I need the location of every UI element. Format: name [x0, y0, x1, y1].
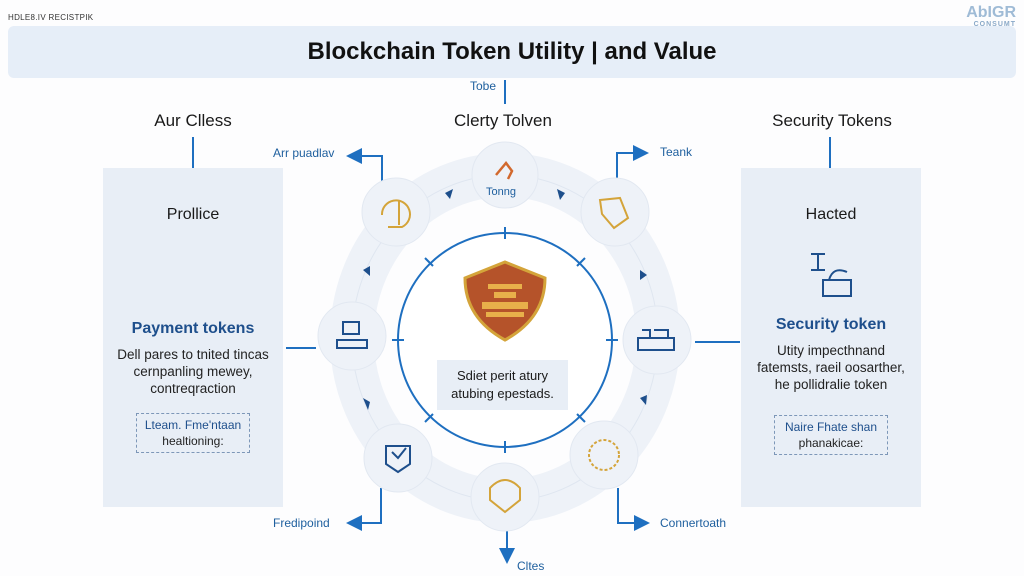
panel-description: Utity impecthnand fatemsts, raeil oosart… [757, 343, 905, 392]
panel-description: Dell pares to tnited tincas cernpanling … [117, 347, 269, 396]
note-line-1: Lteam. Fme'ntaan [144, 418, 242, 432]
center-text-box: Sdiet perit atury atubing epestads. [437, 360, 568, 410]
arrow-top-right [616, 145, 649, 185]
callout-bottom: Cltes [517, 559, 545, 573]
node-bottom [470, 462, 540, 532]
node-left [317, 301, 387, 371]
payment-tokens-panel: Prollice Payment tokens Dell pares to tn… [103, 168, 283, 507]
note-line-2: healtioning: [162, 434, 224, 448]
gear-head-icon [380, 199, 411, 228]
panel-subtitle: Security token [775, 316, 887, 333]
watermark: HDLE8.IV RECISTPIK [8, 13, 94, 22]
panel-title: Hacted [805, 206, 857, 223]
panel-title: Prollice [166, 206, 220, 223]
shield-check-icon [385, 445, 411, 474]
shield-emblem [482, 284, 528, 317]
logo-name: AbIGR [966, 4, 1016, 21]
top-label: Tobe [470, 79, 497, 93]
callout-top-right: Teank [660, 145, 693, 159]
node-top-right [580, 177, 650, 247]
node-top [471, 141, 539, 209]
arrow-top-left [346, 148, 383, 185]
sun-coin-icon [588, 439, 620, 471]
callout-top-left: Arr puadlav [273, 146, 335, 160]
note-line-1: Naire Fhate shan [784, 420, 878, 434]
note-line-2: phanakicae: [798, 436, 864, 450]
token-icon [495, 160, 514, 180]
column-title-center: Clerty Tolven [454, 111, 552, 130]
document-icon [598, 196, 630, 230]
panel-subtitle: Payment tokens [131, 320, 255, 337]
panel-note-box[interactable]: Naire Fhate shan phanakicae: [774, 415, 888, 455]
ring-diamonds [363, 189, 647, 410]
city-icon [637, 329, 675, 351]
callout-bottom-left: Fredipoind [273, 516, 330, 530]
central-shield-icon [463, 260, 547, 342]
node-right [622, 305, 692, 375]
node-top-left [361, 177, 431, 247]
arrow-bottom-left [346, 488, 382, 531]
security-tokens-panel: Hacted Security token Utity impecthnand … [741, 168, 921, 507]
callout-bottom-right: Connertoath [660, 516, 727, 530]
computer-network-icon [342, 321, 360, 335]
page-title: Blockchain Token Utility | and Value [307, 38, 717, 65]
logo-tagline: CONSUMT [973, 21, 1016, 28]
top-node-label: Tonng [486, 186, 516, 198]
hands-icon [489, 479, 521, 514]
desk-icon [801, 244, 861, 304]
node-bottom-right [569, 420, 639, 490]
arrow-bottom-right [617, 488, 650, 531]
column-title-right: Security Tokens [772, 111, 892, 130]
panel-note-box[interactable]: Lteam. Fme'ntaan healtioning: [136, 413, 250, 453]
header-banner: Blockchain Token Utility | and Value [8, 26, 1016, 78]
column-title-left: Aur Clless [154, 111, 232, 130]
